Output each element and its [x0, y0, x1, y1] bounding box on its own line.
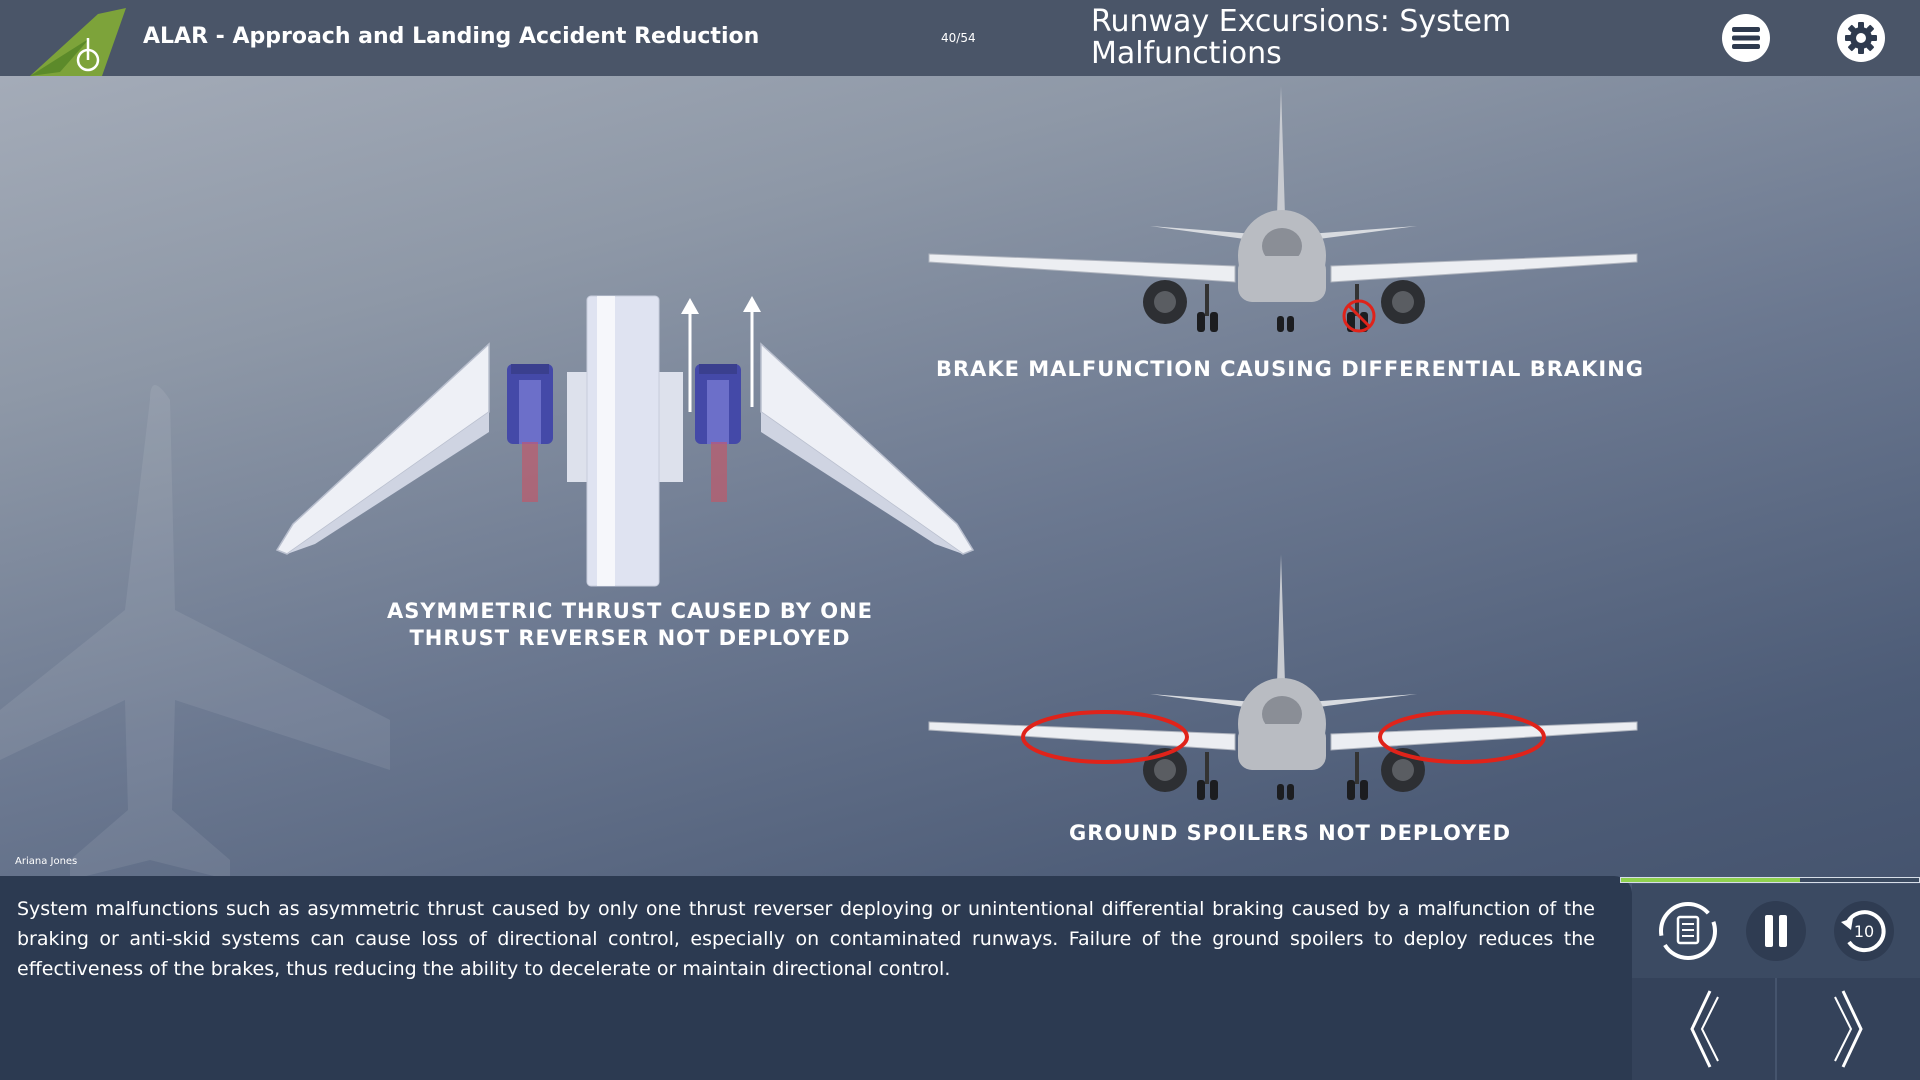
chevron-right-icon	[1833, 990, 1863, 1068]
menu-button[interactable]	[1722, 14, 1770, 62]
nav-divider	[1775, 978, 1777, 1080]
rewind-10-button[interactable]: 10	[1833, 900, 1895, 962]
rewind-10-icon: 10	[1834, 901, 1894, 961]
gear-icon	[1845, 22, 1877, 54]
airplane-watermark-icon	[0, 385, 390, 880]
next-button[interactable]	[1777, 978, 1920, 1080]
screen-title: Runway Excursions: System Malfunctions	[1091, 4, 1512, 71]
rewind-label: 10	[1854, 922, 1874, 941]
asymmetric-thrust-caption: ASYMMETRIC THRUST CAUSED BY ONE THRUST R…	[386, 599, 874, 650]
controls-panel: 10	[1632, 884, 1920, 1080]
page-counter: 40/54	[941, 31, 976, 45]
progress-fill	[1621, 878, 1800, 882]
transcript-button[interactable]	[1657, 900, 1719, 962]
app-title: ALAR - Approach and Landing Accident Red…	[143, 24, 760, 49]
hamburger-menu-icon	[1732, 27, 1760, 49]
app-logo-icon	[30, 8, 126, 76]
pause-icon	[1746, 901, 1806, 961]
brake-malfunction-aircraft-illustration	[928, 86, 1638, 333]
narration-panel: System malfunctions such as asymmetric t…	[0, 876, 1632, 1080]
author-label: Ariana Jones	[15, 856, 78, 867]
chevron-left-icon	[1689, 990, 1719, 1068]
ground-spoilers-aircraft-illustration	[928, 554, 1638, 800]
brake-malfunction-caption: BRAKE MALFUNCTION CAUSING DIFFERENTIAL B…	[935, 357, 1645, 381]
settings-button[interactable]	[1837, 14, 1885, 62]
progress-bar[interactable]	[1620, 877, 1920, 883]
asymmetric-thrust-aircraft-illustration	[275, 295, 975, 587]
transcript-replay-icon	[1659, 902, 1717, 960]
pause-button[interactable]	[1745, 900, 1807, 962]
narration-text: System malfunctions such as asymmetric t…	[17, 898, 1595, 980]
previous-button[interactable]	[1632, 978, 1775, 1080]
ground-spoilers-caption: GROUND SPOILERS NOT DEPLOYED	[1068, 821, 1512, 845]
header-bar: ALAR - Approach and Landing Accident Red…	[0, 0, 1920, 76]
